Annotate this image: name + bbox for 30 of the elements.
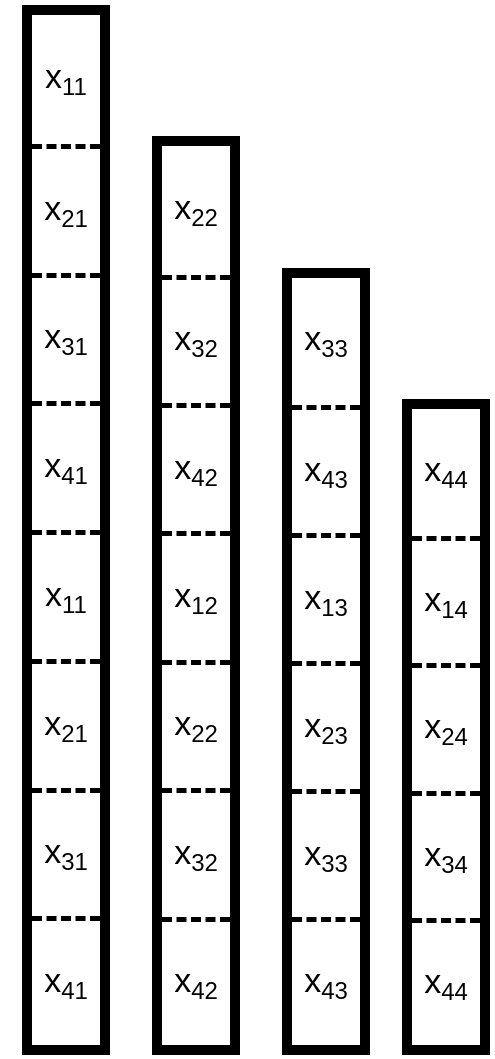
matrix-entry: x$_{24}$: [424, 709, 468, 750]
matrix-entry: x$_{13}$: [304, 579, 348, 620]
column-box: [282, 267, 370, 1055]
matrix-entry: x$_{34}$: [424, 836, 468, 877]
matrix-entry: x$_{31}$: [44, 319, 88, 360]
matrix-entry: x$_{22}$: [174, 706, 218, 747]
matrix-entry: x$_{33}$: [304, 835, 348, 876]
matrix-entry: x$_{14}$: [424, 582, 468, 623]
column-box: [22, 5, 110, 1055]
matrix-entry: x$_{11}$: [45, 576, 87, 617]
matrix-entry: x$_{32}$: [174, 321, 218, 362]
column-box: [152, 136, 240, 1055]
matrix-entry: x$_{12}$: [174, 578, 218, 619]
matrix-entry: x$_{21}$: [44, 190, 88, 231]
matrix-entry: x$_{42}$: [174, 449, 218, 490]
matrix-entry: x$_{42}$: [174, 963, 218, 1004]
matrix-entry: x$_{23}$: [304, 707, 348, 748]
matrix-entry: x$_{32}$: [174, 834, 218, 875]
column-box: [402, 398, 490, 1055]
matrix-entry: x$_{43}$: [304, 963, 348, 1004]
matrix-entry: x$_{11}$: [45, 59, 87, 100]
matrix-entry: x$_{41}$: [44, 448, 88, 489]
matrix-entry: x$_{43}$: [304, 451, 348, 492]
matrix-entry: x$_{33}$: [304, 321, 348, 362]
matrix-entry: x$_{31}$: [44, 834, 88, 875]
matrix-entry: x$_{22}$: [174, 190, 218, 231]
matrix-entry: x$_{44}$: [424, 452, 468, 493]
matrix-entry: x$_{21}$: [44, 705, 88, 746]
matrix-entry: x$_{44}$: [424, 963, 468, 1004]
matrix-entry: x$_{41}$: [44, 963, 88, 1004]
